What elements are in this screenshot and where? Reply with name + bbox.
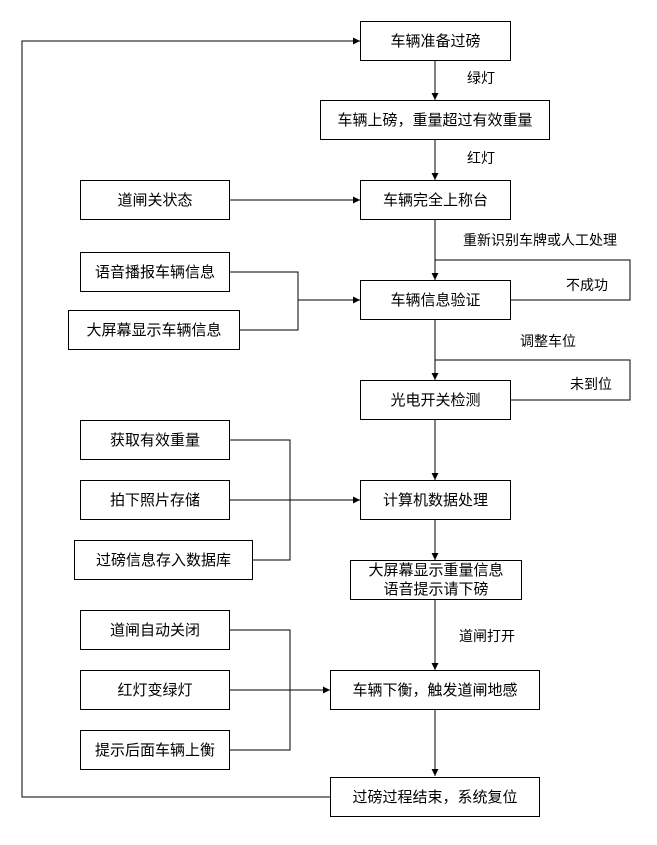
node-take-photo-text: 拍下照片存储	[109, 490, 200, 509]
label-failed: 不成功	[566, 278, 608, 294]
node-prepare: 车辆准备过磅	[360, 21, 511, 61]
label-gate-open: 道闸打开	[459, 629, 515, 645]
node-verify-text: 车辆信息验证	[390, 290, 481, 309]
node-save-db: 过磅信息存入数据库	[74, 540, 253, 580]
bracket-info	[230, 271, 299, 331]
node-get-weight-text: 获取有效重量	[109, 430, 200, 449]
label-red-light: 红灯	[467, 151, 495, 167]
node-screen-weight-line2: 语音提示请下磅	[383, 580, 489, 598]
node-screen-weight: 大屏幕显示重量信息 语音提示请下磅	[350, 560, 522, 600]
node-prompt-next-text: 提示后面车辆上衡	[94, 740, 215, 759]
node-save-db-text: 过磅信息存入数据库	[95, 550, 231, 569]
label-re-identify: 重新识别车牌或人工处理	[463, 233, 617, 249]
node-prompt-next: 提示后面车辆上衡	[80, 730, 230, 770]
node-end-text: 过磅过程结束，系统复位	[352, 787, 518, 806]
node-light-change: 红灯变绿灯	[80, 670, 230, 710]
node-screen-weight-line1: 大屏幕显示重量信息	[368, 561, 504, 579]
node-verify: 车辆信息验证	[360, 280, 511, 320]
node-screen-info-text: 大屏幕显示车辆信息	[86, 320, 222, 339]
node-light-change-text: 红灯变绿灯	[117, 680, 193, 699]
node-compute: 计算机数据处理	[360, 480, 511, 520]
loop-not-in-place	[434, 326, 631, 401]
node-fully-on-text: 车辆完全上称台	[382, 190, 488, 209]
node-leave-scale-text: 车辆下衡，触发道闸地感	[352, 680, 518, 699]
label-not-in-place: 未到位	[570, 377, 612, 393]
node-screen-info: 大屏幕显示车辆信息	[68, 310, 240, 350]
node-fully-on: 车辆完全上称台	[360, 180, 511, 220]
node-gate-status-text: 道闸关状态	[117, 190, 193, 209]
node-end: 过磅过程结束，系统复位	[330, 777, 540, 817]
node-on-scale-text: 车辆上磅，重量超过有效重量	[337, 110, 533, 129]
node-gate-close-text: 道闸自动关闭	[109, 620, 200, 639]
node-on-scale: 车辆上磅，重量超过有效重量	[320, 100, 550, 140]
node-compute-text: 计算机数据处理	[382, 490, 488, 509]
node-leave-scale: 车辆下衡，触发道闸地感	[330, 670, 540, 710]
node-get-weight: 获取有效重量	[80, 420, 230, 460]
loop-verify-failed	[434, 226, 631, 301]
label-adjust-position: 调整车位	[520, 334, 576, 350]
node-photo-detect: 光电开关检测	[360, 380, 511, 420]
node-photo-detect-text: 光电开关检测	[390, 390, 481, 409]
node-voice-info: 语音播报车辆信息	[80, 252, 230, 292]
node-take-photo: 拍下照片存储	[80, 480, 230, 520]
node-gate-close: 道闸自动关闭	[80, 610, 230, 650]
node-voice-info-text: 语音播报车辆信息	[94, 262, 215, 281]
loop-reset	[21, 37, 360, 798]
node-prepare-text: 车辆准备过磅	[390, 31, 481, 50]
node-gate-status: 道闸关状态	[80, 180, 230, 220]
label-green-light: 绿灯	[467, 71, 495, 87]
